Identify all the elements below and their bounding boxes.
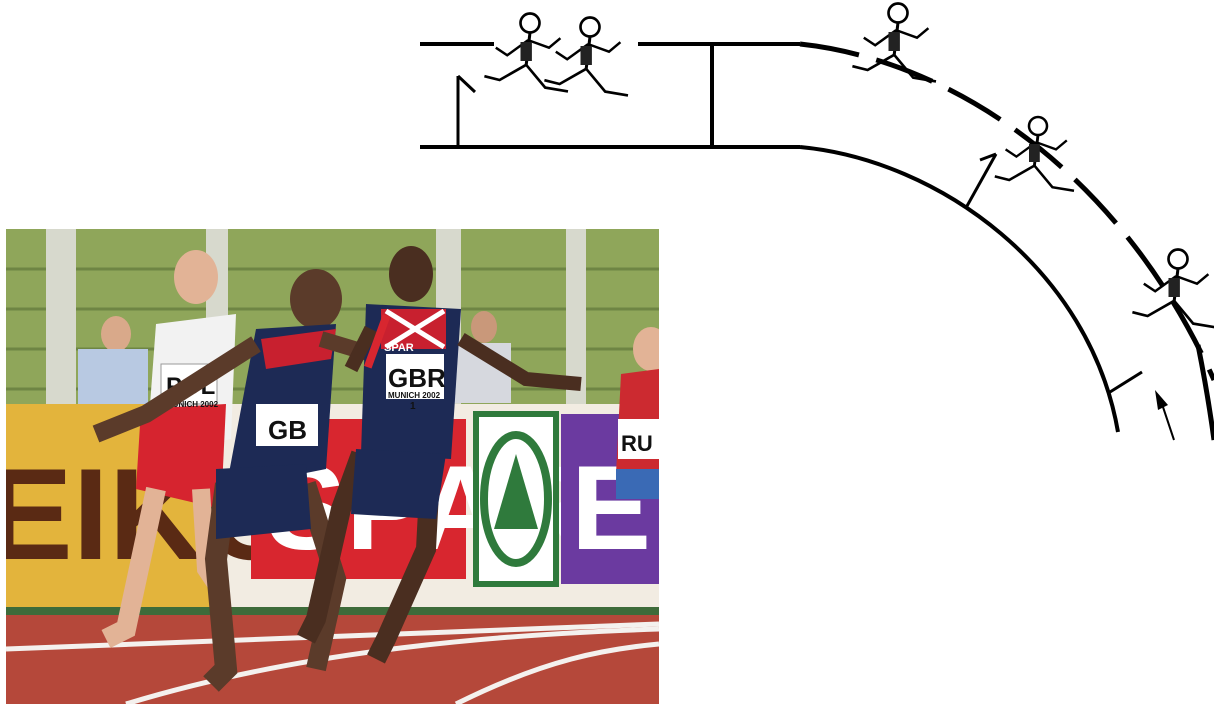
- runner-icon: [995, 117, 1074, 191]
- svg-text:GBR: GBR: [388, 363, 446, 393]
- svg-text:SPAR: SPAR: [384, 342, 414, 354]
- runner-icon: [852, 3, 936, 81]
- zone-start-marker: [458, 76, 475, 147]
- svg-text:GB: GB: [268, 415, 307, 445]
- curve-zone-marker: [967, 154, 1142, 392]
- runner-pair-icon: [484, 13, 628, 95]
- relay-handoff-photo: EIKO SPAR E POL MUNICH 2002: [6, 229, 659, 704]
- svg-text:1: 1: [410, 401, 416, 412]
- lane-lines-straight: [420, 44, 800, 147]
- arrow-up-icon: [1155, 390, 1174, 440]
- lane-line-right-edge: [1198, 345, 1214, 440]
- lane-line-outer-curve: [800, 44, 1214, 380]
- svg-text:RU: RU: [621, 431, 653, 456]
- svg-text:MUNICH 2002: MUNICH 2002: [388, 391, 441, 400]
